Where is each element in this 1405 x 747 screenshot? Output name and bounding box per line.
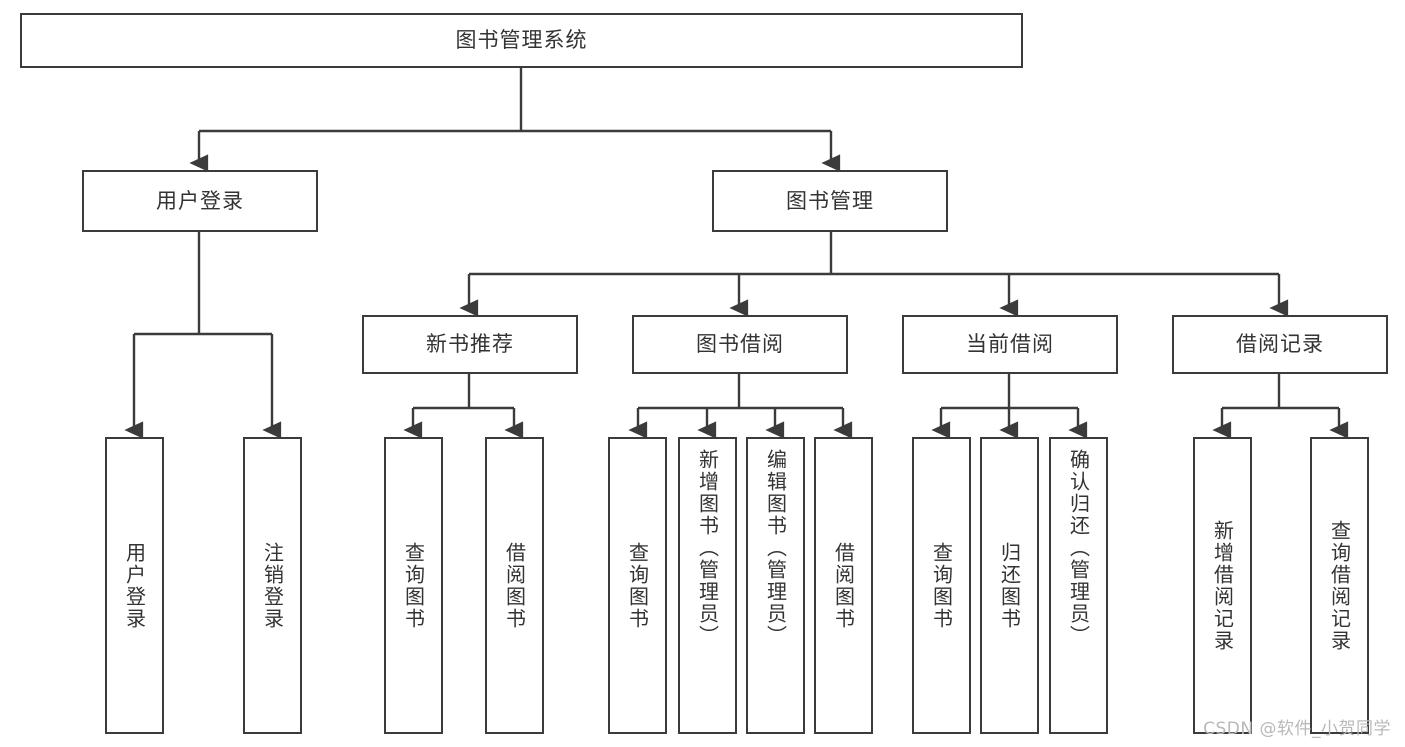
node-current-borrow-label: 当前借阅 [966, 332, 1054, 357]
leaf-current-borrow-query-label: 查询图书 [929, 541, 954, 630]
node-new-book-recommend[interactable]: 新书推荐 [362, 315, 578, 374]
leaf-current-borrow-confirm-return[interactable]: 确认归还（管理员） [1049, 437, 1108, 734]
leaf-current-borrow-return-label: 归还图书 [997, 541, 1022, 630]
leaf-user-login-signin-label: 用户登录 [122, 541, 147, 630]
leaf-user-login-signin[interactable]: 用户登录 [105, 437, 164, 734]
leaf-new-book-borrow[interactable]: 借阅图书 [485, 437, 544, 734]
node-borrow-record[interactable]: 借阅记录 [1172, 315, 1388, 374]
leaf-new-book-query-label: 查询图书 [401, 541, 426, 630]
leaf-book-borrow-edit-label: 编辑图书（管理员） [763, 449, 788, 647]
node-root-system-label: 图书管理系统 [455, 28, 588, 53]
node-user-login-label: 用户登录 [156, 188, 244, 213]
leaf-borrow-record-query-label: 查询借阅记录 [1327, 519, 1352, 652]
node-book-management[interactable]: 图书管理 [712, 170, 948, 232]
leaf-borrow-record-add-label: 新增借阅记录 [1210, 519, 1235, 652]
leaf-borrow-record-query[interactable]: 查询借阅记录 [1310, 437, 1369, 734]
leaf-book-borrow-add-label: 新增图书（管理员） [695, 449, 720, 647]
leaf-book-borrow-borrow-label: 借阅图书 [831, 541, 856, 630]
leaf-book-borrow-query-label: 查询图书 [625, 541, 650, 630]
node-borrow-record-label: 借阅记录 [1236, 332, 1324, 357]
node-book-management-label: 图书管理 [786, 188, 874, 213]
leaf-new-book-borrow-label: 借阅图书 [502, 541, 527, 630]
node-user-login[interactable]: 用户登录 [82, 170, 318, 232]
leaf-book-borrow-query[interactable]: 查询图书 [608, 437, 667, 734]
leaf-book-borrow-borrow[interactable]: 借阅图书 [814, 437, 873, 734]
leaf-current-borrow-query[interactable]: 查询图书 [912, 437, 971, 734]
leaf-user-login-signout[interactable]: 注销登录 [243, 437, 302, 734]
leaf-book-borrow-edit[interactable]: 编辑图书（管理员） [746, 437, 805, 734]
leaf-new-book-query[interactable]: 查询图书 [384, 437, 443, 734]
leaf-book-borrow-add[interactable]: 新增图书（管理员） [678, 437, 737, 734]
leaf-user-login-signout-label: 注销登录 [260, 541, 285, 630]
csdn-watermark: CSDN @软件_小贺同学 [1203, 719, 1391, 739]
node-root-system[interactable]: 图书管理系统 [20, 13, 1023, 68]
leaf-current-borrow-confirm-return-label: 确认归还（管理员） [1066, 449, 1091, 647]
leaf-current-borrow-return[interactable]: 归还图书 [980, 437, 1039, 734]
node-new-book-recommend-label: 新书推荐 [426, 332, 514, 357]
node-book-borrow[interactable]: 图书借阅 [632, 315, 848, 374]
node-book-borrow-label: 图书借阅 [696, 332, 784, 357]
node-current-borrow[interactable]: 当前借阅 [902, 315, 1118, 374]
leaf-borrow-record-add[interactable]: 新增借阅记录 [1193, 437, 1252, 734]
